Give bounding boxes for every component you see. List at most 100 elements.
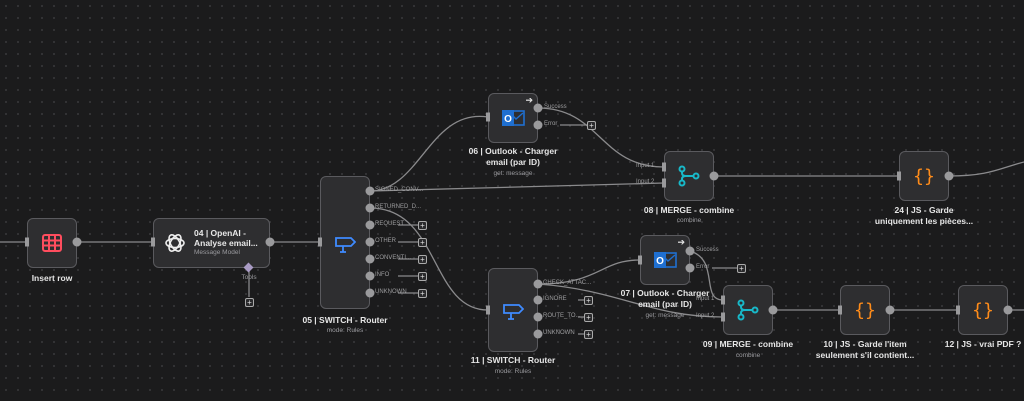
node-title: Insert row [31,273,73,283]
input-handle-2[interactable] [662,178,666,188]
input-handle[interactable] [486,305,490,315]
output-handle[interactable] [944,171,954,181]
output-label: ROUTE_TO... [543,313,581,319]
output-label: Success [544,104,567,110]
output-handle[interactable] [365,186,375,196]
output-handle[interactable] [365,254,375,264]
node-merge-09[interactable] [723,285,773,335]
output-handle[interactable] [265,237,275,247]
output-handle-error[interactable] [685,263,695,273]
input-handle-1[interactable] [721,295,725,305]
wire-sw05-merge08 [369,182,665,192]
node-outlook-07[interactable]: O ➔ [640,235,690,285]
output-handle[interactable] [533,312,543,322]
node-js-10[interactable]: {} [840,285,890,335]
output-handle[interactable] [1003,305,1013,315]
input-handle[interactable] [318,237,322,247]
output-label: UNKNOWN [543,330,575,336]
signpost-icon [503,304,524,320]
input-label: Input 1 [636,163,655,169]
node-switch-11[interactable] [488,268,538,352]
output-handle[interactable] [533,279,543,289]
wire-o06-merge08 [537,107,665,168]
node-switch-05[interactable] [320,176,370,309]
node-title-1: 10 | JS - Garde l'item [823,339,907,349]
node-title-1: 06 | Outlook - Charger [468,146,558,156]
node-title: 09 | MERGE - combine [702,339,794,349]
input-handle-2[interactable] [721,312,725,322]
add-node-button[interactable]: + [584,312,593,322]
node-title-1: 07 | Outlook - Charger [620,288,710,298]
output-label: SIGNED_CONV... [375,187,424,193]
node-subtitle: mode: Rules [494,368,532,375]
output-label: RETURNED_D... [375,204,422,210]
output-handle[interactable] [365,220,375,230]
wire-js24-out [948,161,1024,177]
add-node-button[interactable]: + [418,220,427,230]
output-handle[interactable] [533,295,543,305]
input-handle[interactable] [897,171,901,181]
node-subtitle: combine [676,217,702,224]
output-handle[interactable] [365,203,375,213]
node-subtitle: get: message [493,170,533,177]
outlook-icon: O [502,110,525,126]
add-tool-button[interactable]: + [245,298,254,307]
add-node-button[interactable]: + [418,271,427,281]
svg-text:O: O [504,114,512,125]
node-title: 12 | JS - vrai PDF ? [944,339,1022,349]
wire-sw11-merge09 [537,283,724,318]
input-handle[interactable] [151,237,155,247]
wire-sw11-o07 [537,259,641,285]
output-handle[interactable] [365,288,375,298]
merge-icon [737,299,759,321]
output-handle[interactable] [72,237,82,247]
input-handle[interactable] [25,237,29,247]
input-label: Input 1 [696,296,715,302]
wire-sw05-outlook06 [369,115,489,192]
output-handle-error[interactable] [533,120,543,130]
output-handle[interactable] [885,305,895,315]
node-outlook-06[interactable]: O ➔ [488,93,538,143]
input-handle[interactable] [838,305,842,315]
add-node-button[interactable]: + [737,264,746,273]
node-subtitle: mode: Rules [326,327,364,334]
add-node-button[interactable]: + [418,254,427,264]
input-handle[interactable] [486,112,490,122]
node-title-2: email (par ID) [638,299,692,309]
node-merge-08[interactable] [664,151,714,201]
add-node-button[interactable]: + [418,288,427,298]
add-node-button[interactable]: + [587,121,596,130]
node-js-24[interactable]: {} [899,151,949,201]
node-js-12[interactable]: {} [958,285,1008,335]
output-label: INFO [375,272,390,278]
arrow-right-icon: ➔ [677,237,685,247]
output-handle[interactable] [533,329,543,339]
node-insert-row[interactable] [27,218,77,268]
node-openai[interactable]: 04 | OpenAI - Analyse email... Message M… [153,218,270,268]
output-handle[interactable] [365,271,375,281]
wire-o07-merge09 [689,250,724,301]
output-handle[interactable] [768,305,778,315]
output-handle[interactable] [365,237,375,247]
node-title: 08 | MERGE - combine [643,205,735,215]
input-label: Input 2 [636,179,655,185]
add-node-button[interactable]: + [584,329,593,339]
output-handle-success[interactable] [685,246,695,256]
input-handle[interactable] [638,255,642,265]
add-node-button[interactable]: + [584,295,593,305]
input-handle-1[interactable] [662,162,666,172]
output-label: CONVENTI... [375,255,412,261]
wire-sw05-switch11 [369,207,489,311]
arrow-right-icon: ➔ [525,95,533,105]
node-title: 05 | SWITCH - Router [302,315,388,325]
svg-text:O: O [656,256,664,267]
output-label: CHECK_ATTAC... [543,280,592,286]
add-node-button[interactable]: + [418,237,427,247]
output-handle[interactable] [709,171,719,181]
output-handle-success[interactable] [533,103,543,113]
node-subtitle: get: message [645,312,685,319]
node-subtitle: Message Model [194,249,240,256]
table-icon [42,234,62,252]
node-title-2: seulement s'il contient... [815,350,915,360]
input-handle[interactable] [956,305,960,315]
